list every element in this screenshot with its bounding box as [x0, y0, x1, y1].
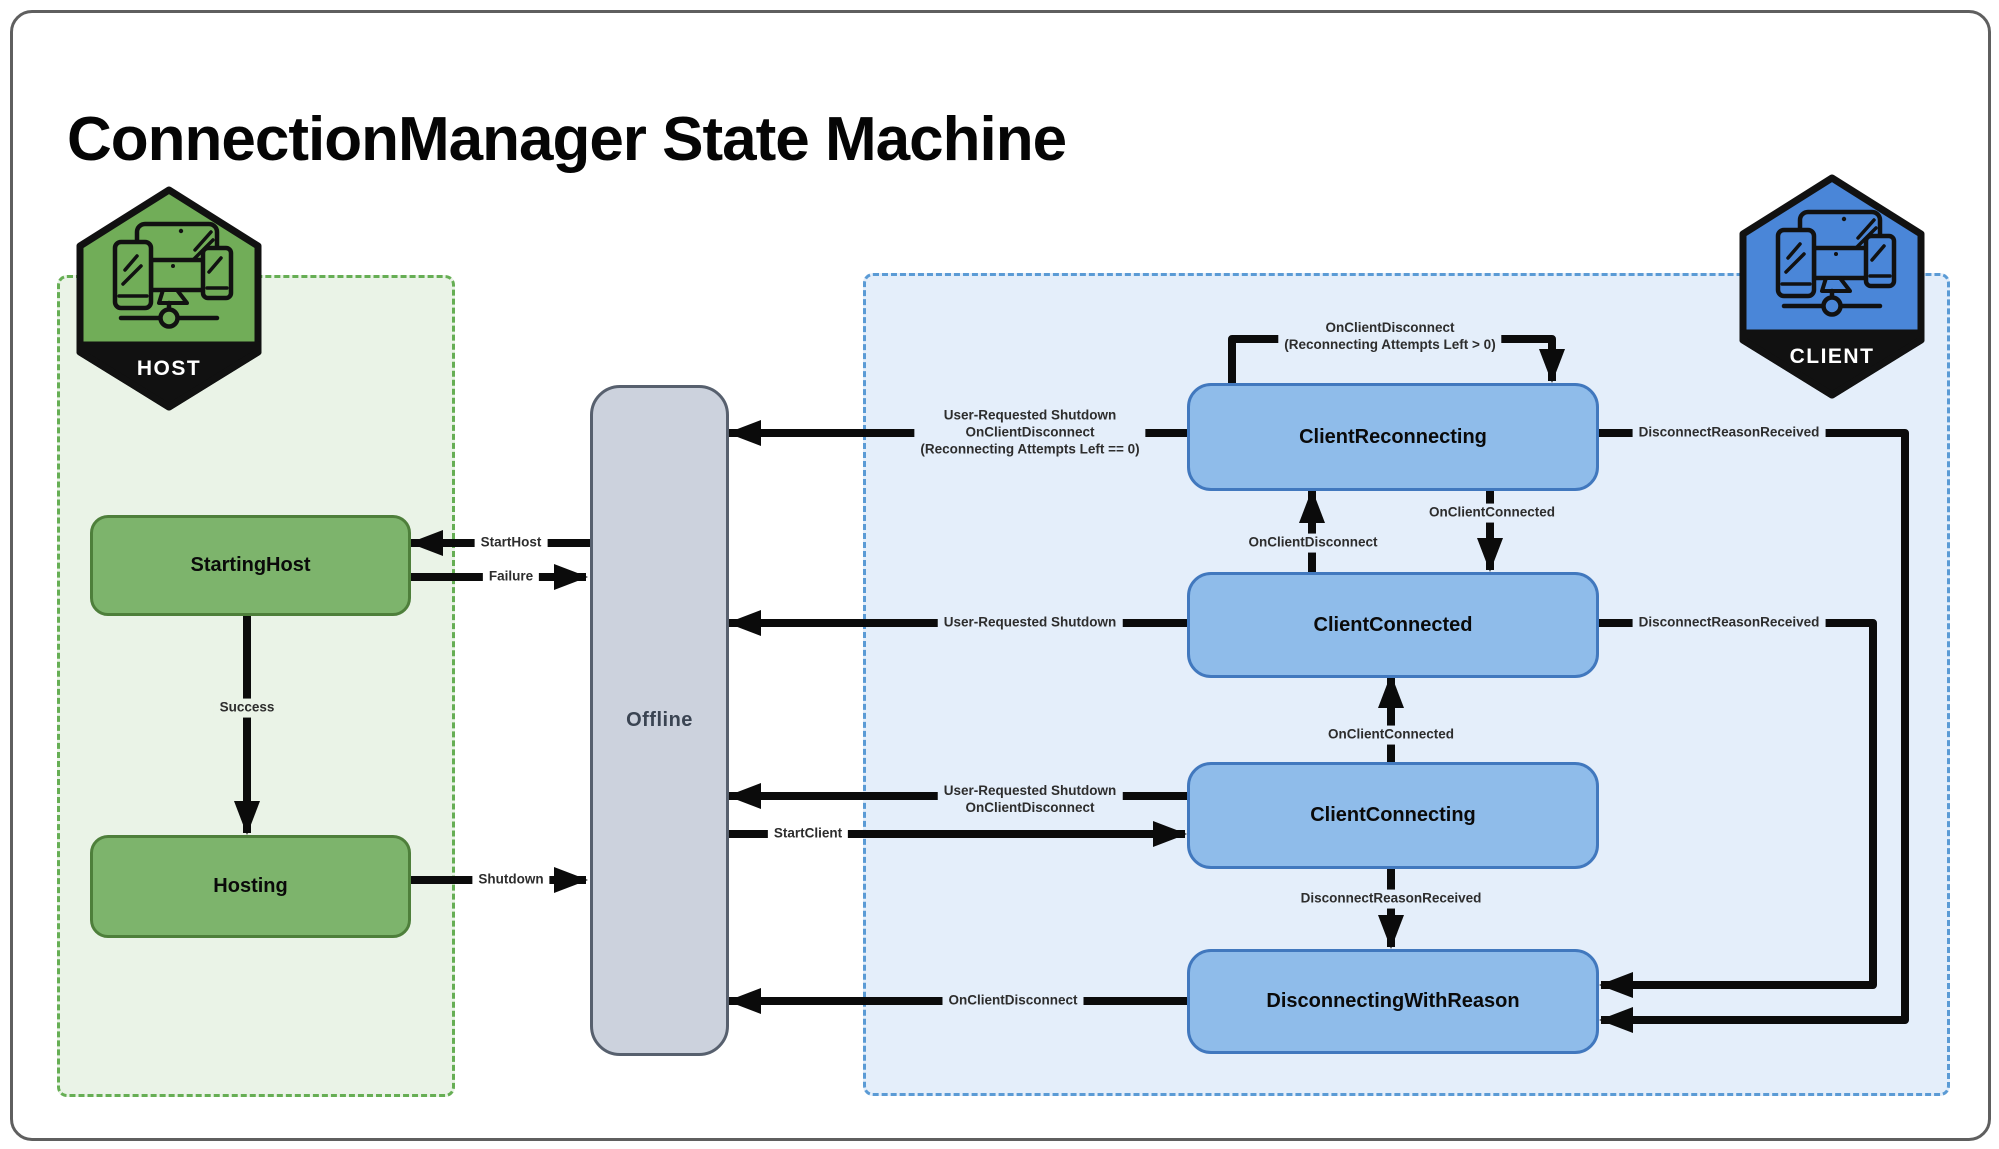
edge-label-reconnecting-drr: DisconnectReasonReceived	[1632, 423, 1826, 443]
state-hosting: Hosting	[90, 835, 411, 938]
edge-label-connecting-to-disconnecting: DisconnectReasonReceived	[1294, 889, 1488, 909]
state-offline: Offline	[590, 385, 729, 1056]
state-hosting-label: Hosting	[213, 875, 288, 897]
state-offline-label: Offline	[626, 709, 693, 731]
edge-label-connected-to-reconnecting: OnClientDisconnect	[1242, 533, 1384, 553]
state-clientconnected: ClientConnected	[1187, 572, 1599, 678]
edge-label-line: OnClientDisconnect	[965, 424, 1095, 440]
edge-label-line: User-Requested Shutdown	[943, 407, 1117, 423]
edge-label-connected-drr: DisconnectReasonReceived	[1632, 613, 1826, 633]
page-title: ConnectionManager State Machine	[67, 104, 1067, 174]
edge-label-starthost: StartHost	[474, 533, 548, 553]
state-clientreconnecting: ClientReconnecting	[1187, 383, 1599, 491]
edge-label-reconnect-self-loop: OnClientDisconnect (Reconnecting Attempt…	[1278, 319, 1502, 355]
edge-label-success: Success	[213, 698, 281, 718]
edge-label-line: OnClientDisconnect	[1325, 320, 1455, 336]
edge-label-startclient: StartClient	[767, 824, 849, 844]
client-badge-label: CLIENT	[1789, 345, 1875, 368]
edge-label-line: (Reconnecting Attempts Left == 0)	[920, 441, 1140, 457]
host-badge-label: HOST	[136, 357, 202, 380]
state-startinghost: StartingHost	[90, 515, 411, 616]
edge-label-reconnecting-to-offline: User-Requested Shutdown OnClientDisconne…	[914, 406, 1146, 460]
edge-label-connecting-to-offline: User-Requested Shutdown OnClientDisconne…	[937, 782, 1123, 818]
edge-label-line: User-Requested Shutdown	[943, 783, 1117, 799]
edge-label-line: (Reconnecting Attempts Left > 0)	[1284, 337, 1496, 352]
edge-label-line: OnClientDisconnect	[965, 800, 1095, 815]
state-disconnectingwithreason: DisconnectingWithReason	[1187, 949, 1599, 1054]
state-startinghost-label: StartingHost	[190, 554, 311, 576]
state-clientconnected-label: ClientConnected	[1313, 613, 1473, 636]
edge-label-shutdown: Shutdown	[472, 870, 550, 890]
state-clientconnecting-label: ClientConnecting	[1310, 804, 1476, 826]
state-clientconnecting: ClientConnecting	[1187, 762, 1599, 869]
edge-label-reconnecting-to-connected: OnClientConnected	[1422, 503, 1562, 523]
state-clientreconnecting-label: ClientReconnecting	[1299, 425, 1487, 448]
edge-label-connecting-to-connected: OnClientConnected	[1321, 725, 1461, 745]
host-region	[57, 275, 455, 1097]
state-disconnectingwithreason-label: DisconnectingWithReason	[1266, 990, 1520, 1012]
edge-label-disconnecting-to-offline: OnClientDisconnect	[942, 991, 1084, 1011]
edge-label-failure: Failure	[482, 567, 540, 587]
edge-label-connected-to-offline: User-Requested Shutdown	[937, 613, 1123, 633]
